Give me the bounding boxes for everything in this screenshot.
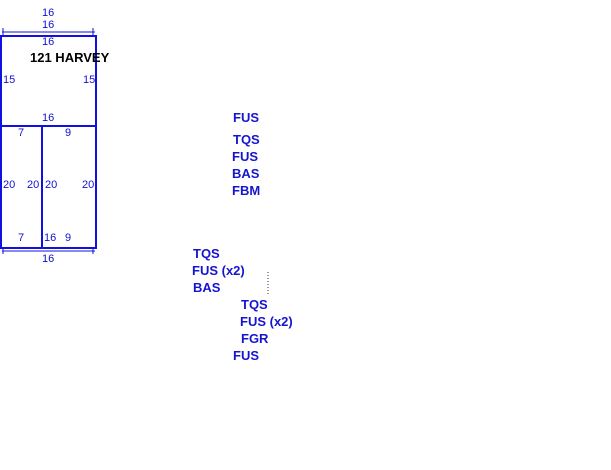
- area-code: BAS: [193, 280, 221, 295]
- dim-label: 9: [65, 127, 72, 139]
- area-code: FUS: [232, 149, 258, 164]
- area-code: TQS: [193, 246, 220, 261]
- dim-label: 7: [18, 232, 25, 244]
- dim-label: 20: [45, 179, 58, 191]
- dim-label: 7: [18, 127, 25, 139]
- dim-label: 16: [44, 232, 57, 244]
- dim-label: 15: [3, 74, 16, 86]
- dim-label: 16: [42, 19, 55, 31]
- building-outline: [0, 35, 97, 249]
- dim-label: 15: [83, 74, 96, 86]
- area-code: FUS (x2): [240, 314, 293, 329]
- dim-label: 16: [42, 112, 55, 124]
- sketch-title: 121 HARVEY: [30, 50, 110, 65]
- area-code: TQS: [233, 132, 260, 147]
- area-code: FUS: [233, 110, 259, 125]
- area-code: FUS: [233, 348, 259, 363]
- dim-label: 20: [27, 179, 40, 191]
- area-code: BAS: [232, 166, 260, 181]
- dim-label: 16: [42, 253, 55, 265]
- dim-label: 16: [42, 7, 55, 19]
- dim-label: 20: [3, 179, 16, 191]
- dim-label: 20: [82, 179, 95, 191]
- dim-label: 16: [42, 36, 55, 48]
- area-code: FBM: [232, 183, 261, 198]
- dim-label: 9: [65, 232, 72, 244]
- area-code: FUS (x2): [192, 263, 245, 278]
- area-code: TQS: [241, 297, 268, 312]
- area-code: FGR: [241, 331, 269, 346]
